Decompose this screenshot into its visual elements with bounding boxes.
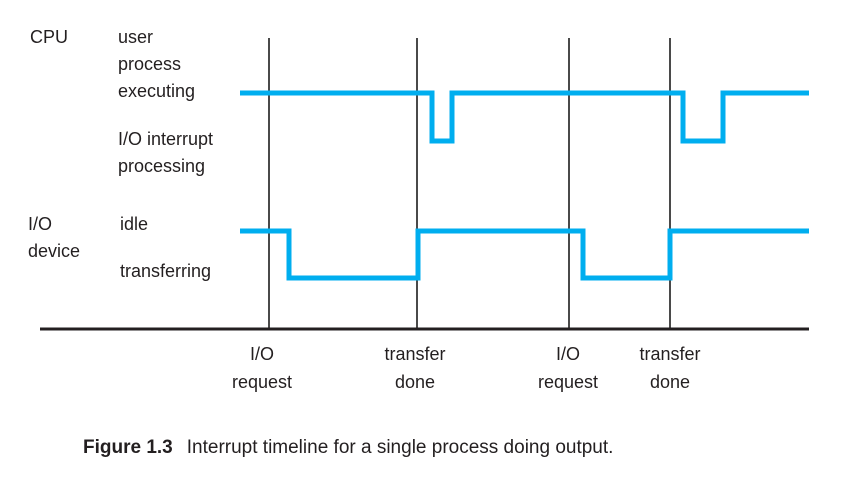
- io-device-row-label: I/O device: [28, 211, 80, 265]
- cpu-row-label: CPU: [30, 27, 69, 47]
- axis-event-label: I/O request: [232, 340, 292, 396]
- axis-event-label-line: transfer: [639, 344, 701, 364]
- axis-event-label: I/O request: [538, 340, 598, 396]
- cpu-signal-line: [240, 90, 809, 144]
- device-state-transferring-label: transferring: [120, 261, 212, 281]
- axis-event-label-line: done: [394, 372, 436, 392]
- label-line: device: [28, 241, 81, 261]
- axis-event-label: transfer done: [639, 340, 700, 396]
- figure-caption-text: Interrupt timeline for a single process …: [186, 437, 614, 458]
- axis-event-label: transfer done: [384, 340, 445, 396]
- axis-event-label-line: done: [649, 372, 691, 392]
- figure-caption-number: Figure 1.3: [83, 437, 173, 458]
- axis-event-label-line: I/O: [555, 344, 581, 364]
- axis-event-label-line: request: [231, 372, 293, 392]
- label-line: user: [118, 27, 154, 47]
- io-device-signal-line: [240, 228, 809, 281]
- device-state-idle-label: idle: [120, 214, 149, 234]
- cpu-state-executing-label: user process executing: [118, 24, 195, 105]
- label-line: I/O interrupt: [118, 129, 214, 149]
- label-line: process: [118, 54, 182, 74]
- label-line: executing: [118, 81, 196, 101]
- label-line: I/O: [28, 214, 53, 234]
- axis-event-label-line: I/O: [249, 344, 275, 364]
- cpu-state-interrupt-label: I/O interrupt processing: [118, 126, 213, 180]
- label-line: processing: [118, 156, 206, 176]
- axis-event-label-line: transfer: [384, 344, 446, 364]
- figure-caption: Figure 1.3 Interrupt timeline for a singl…: [83, 436, 613, 460]
- axis-event-label-line: request: [537, 372, 599, 392]
